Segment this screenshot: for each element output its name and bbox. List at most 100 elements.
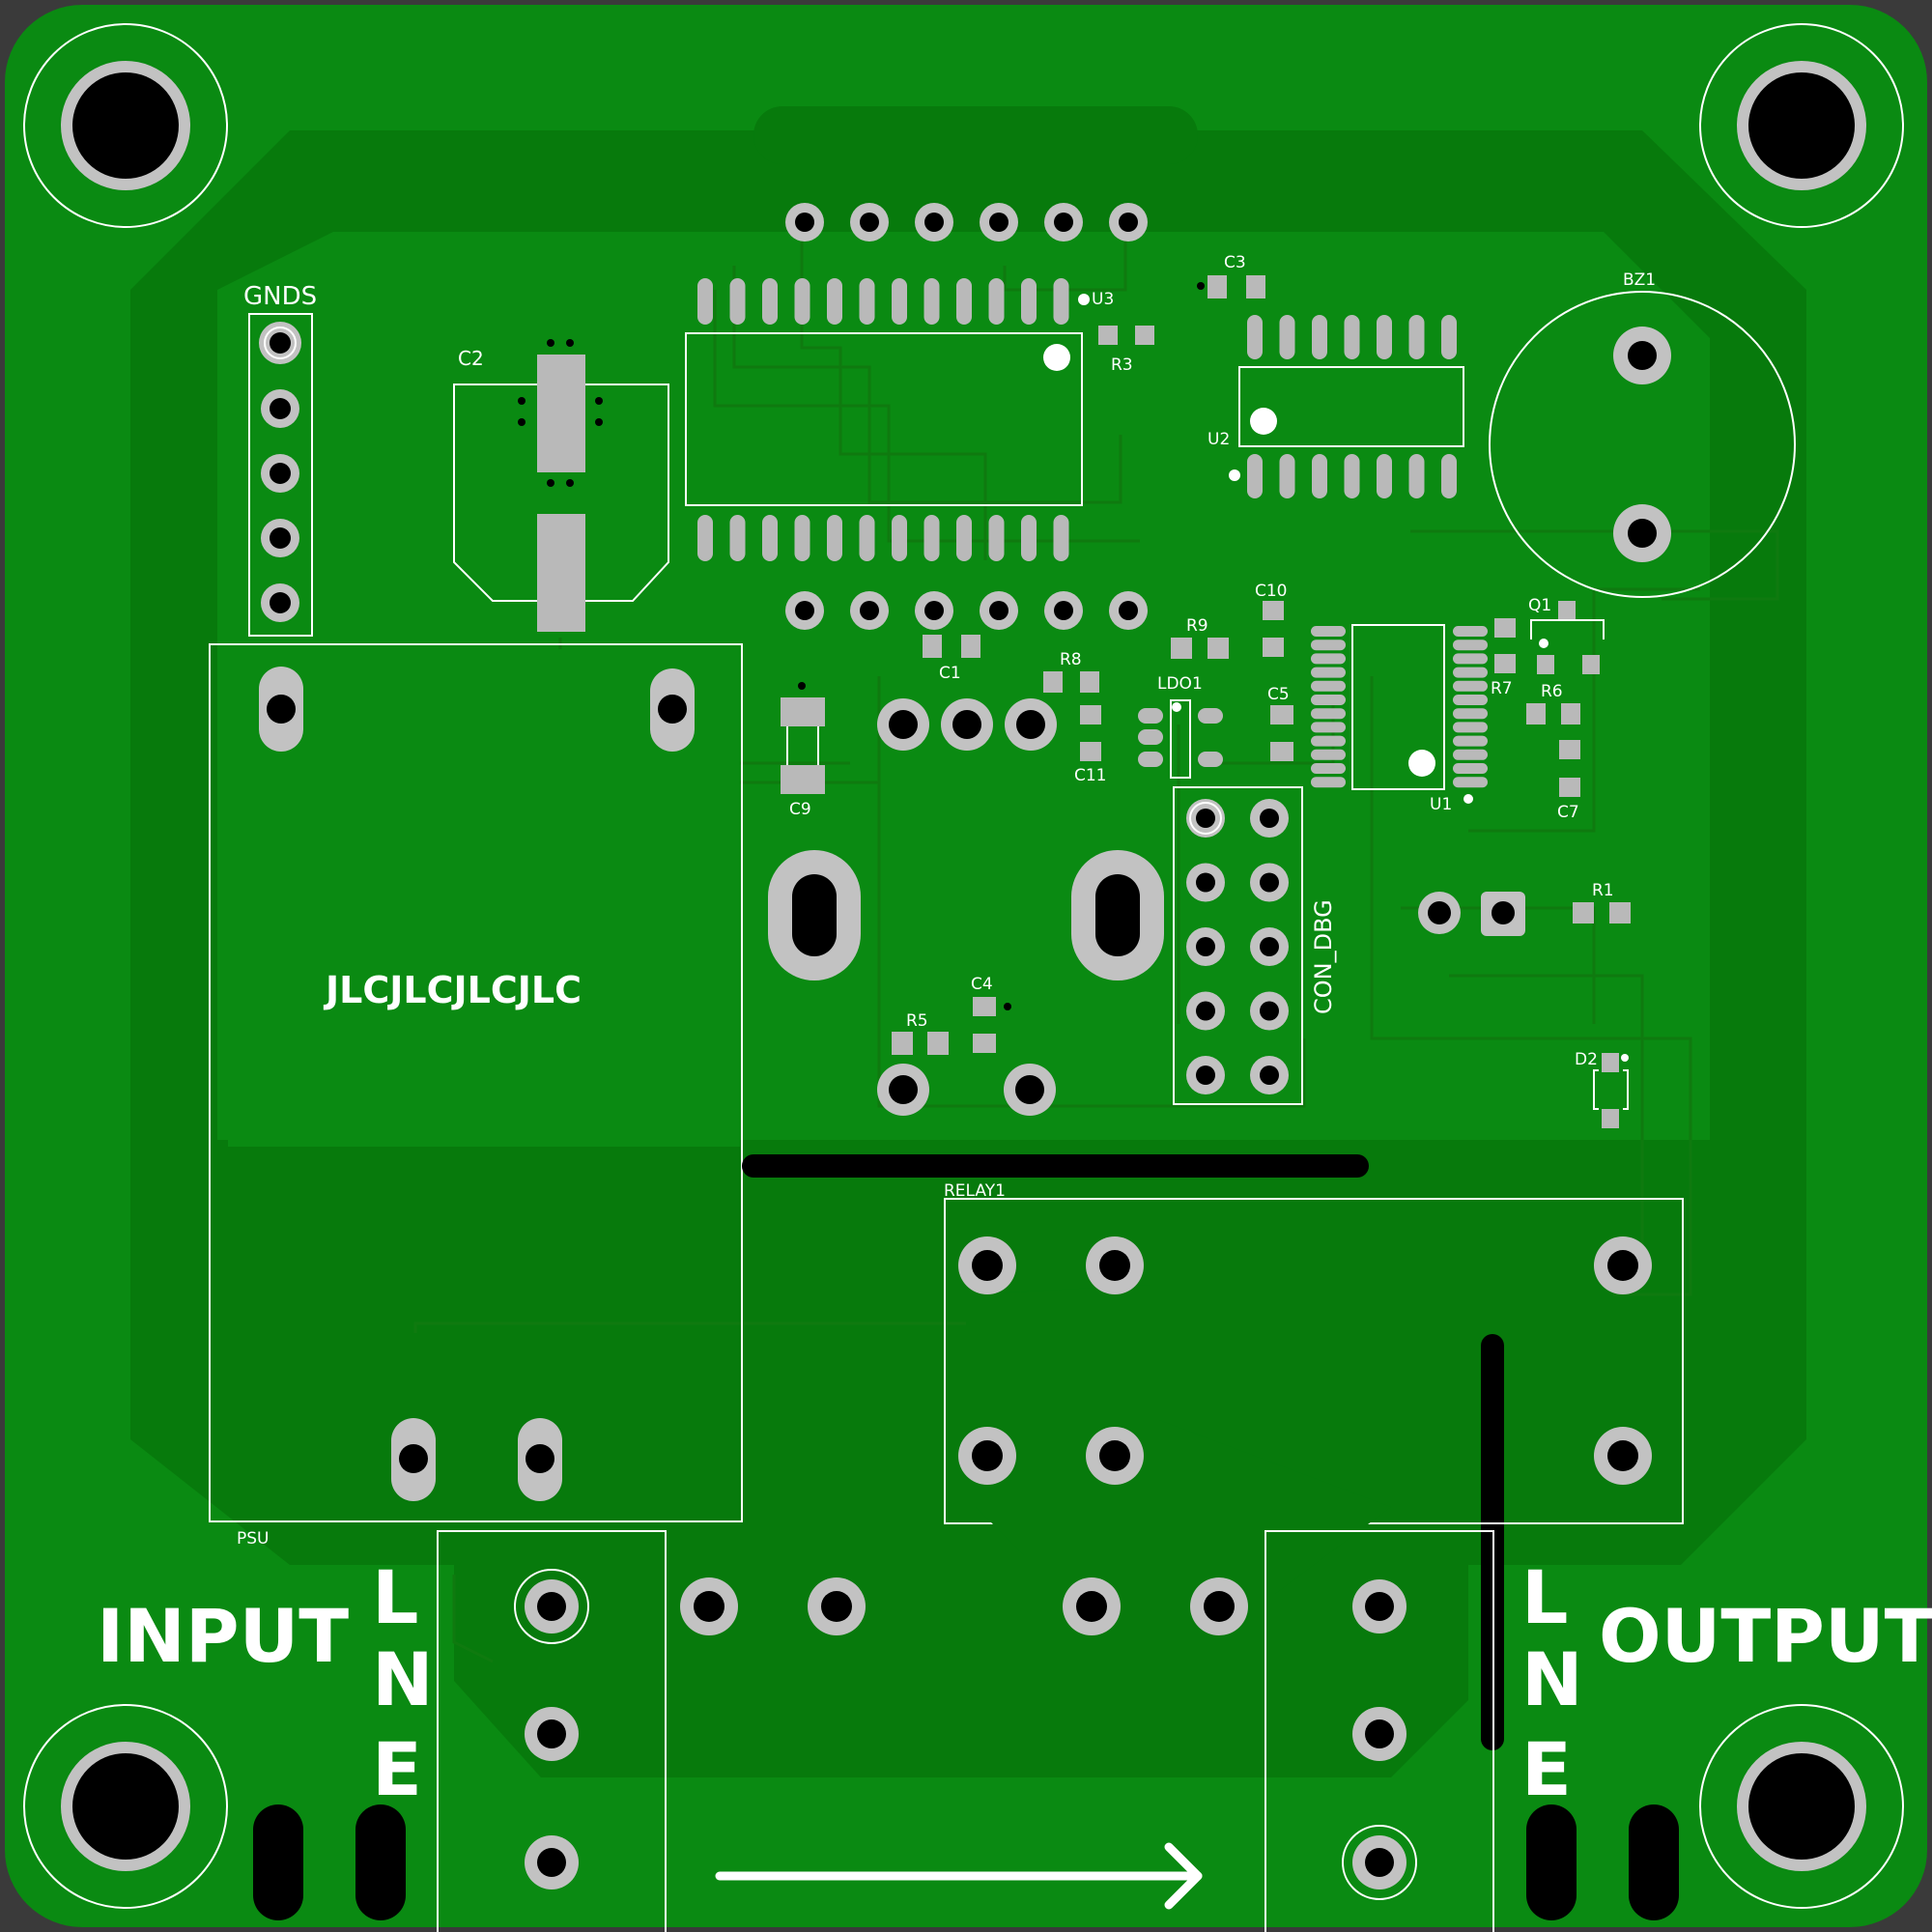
u1-pin bbox=[1311, 680, 1346, 692]
u3-pin bbox=[1053, 515, 1069, 561]
r3-label: R3 bbox=[1111, 355, 1133, 375]
u3-pin1-dot bbox=[1078, 294, 1090, 305]
q1-transistor bbox=[1530, 601, 1605, 674]
relay1 bbox=[944, 1198, 1684, 1594]
u1-pin bbox=[1311, 735, 1346, 747]
through-hole-pad bbox=[1044, 203, 1083, 242]
u2-pin bbox=[1312, 454, 1327, 498]
output-label: OUTPUT bbox=[1599, 1593, 1932, 1679]
psu-label: PSU bbox=[237, 1529, 270, 1548]
through-hole-pad bbox=[915, 203, 953, 242]
u1-pin bbox=[1311, 763, 1346, 774]
u1-pin bbox=[1311, 695, 1346, 705]
u1-pin bbox=[1453, 653, 1488, 665]
c5-capacitor bbox=[1270, 705, 1293, 761]
r5-resistor bbox=[892, 1032, 949, 1055]
con-dbg-pin bbox=[1186, 991, 1225, 1031]
middle-row-pads bbox=[680, 1577, 1248, 1635]
r1-resistor bbox=[1573, 902, 1631, 923]
c4-label: C4 bbox=[971, 975, 993, 994]
input-n-label: N bbox=[372, 1636, 434, 1722]
u1-pin bbox=[1453, 626, 1488, 637]
through-hole-pad bbox=[850, 591, 889, 630]
r9-resistor bbox=[1171, 638, 1229, 659]
u2-pin bbox=[1247, 454, 1263, 498]
u2-pin bbox=[1408, 454, 1425, 498]
output-l-label: L bbox=[1521, 1554, 1568, 1640]
u1-label: U1 bbox=[1430, 795, 1452, 814]
mounting-hole-bottom-right bbox=[1699, 1704, 1904, 1909]
c1-capacitor bbox=[923, 635, 980, 658]
r3-resistor bbox=[1098, 326, 1154, 345]
r7-label: R7 bbox=[1491, 679, 1513, 698]
c3-label: C3 bbox=[1224, 253, 1246, 272]
through-hole-pad bbox=[1109, 203, 1148, 242]
through-hole-pad bbox=[980, 591, 1018, 630]
u3-pin bbox=[923, 278, 940, 325]
c2-label: C2 bbox=[458, 347, 484, 370]
con-dbg-pin bbox=[1250, 1056, 1289, 1094]
u3-pin bbox=[892, 278, 907, 325]
u3-pin bbox=[956, 515, 972, 561]
u1-chip bbox=[1311, 624, 1488, 804]
con-dbg-pin bbox=[1186, 799, 1225, 838]
jlc-text: JLCJLCJLCJLC bbox=[323, 969, 582, 1011]
u3-pin bbox=[827, 515, 842, 561]
output-terminal bbox=[1264, 1530, 1494, 1932]
u3-pin bbox=[697, 515, 713, 561]
r6-resistor bbox=[1526, 703, 1580, 724]
c10-label: C10 bbox=[1255, 582, 1288, 601]
through-hole-pad bbox=[980, 203, 1018, 242]
r7-resistor bbox=[1494, 618, 1516, 673]
c9-label: C9 bbox=[789, 800, 811, 819]
u2-pin bbox=[1408, 315, 1425, 359]
input-e-label: E bbox=[372, 1726, 422, 1812]
output-n-label: N bbox=[1521, 1636, 1583, 1722]
output-e-label: E bbox=[1521, 1726, 1572, 1812]
u3-pin bbox=[859, 515, 875, 561]
through-hole-pad bbox=[850, 203, 889, 242]
d2-label: D2 bbox=[1575, 1050, 1598, 1069]
u3-pin bbox=[729, 515, 746, 561]
u3-pin bbox=[794, 515, 810, 561]
con-dbg-pin bbox=[1250, 799, 1289, 838]
u3-pin bbox=[956, 278, 972, 325]
u2-pin bbox=[1377, 315, 1392, 359]
u2-pin bbox=[1312, 315, 1327, 359]
bottom-slots bbox=[253, 1804, 1679, 1920]
u3-pin bbox=[1021, 278, 1037, 325]
u1-pin bbox=[1311, 639, 1346, 651]
u3-pin bbox=[729, 278, 746, 325]
input-l-label: L bbox=[372, 1554, 418, 1640]
through-hole-pad bbox=[915, 591, 953, 630]
c11-label: C11 bbox=[1074, 766, 1107, 785]
con-dbg-label: CON_DBG bbox=[1310, 899, 1337, 1014]
u1-pin bbox=[1453, 777, 1488, 788]
c4-capacitor bbox=[973, 997, 1011, 1053]
flow-arrow bbox=[715, 1842, 1203, 1910]
mounting-hole-top-right bbox=[1699, 23, 1904, 228]
ldo1-label: LDO1 bbox=[1157, 674, 1203, 694]
u2-pin bbox=[1344, 454, 1360, 498]
u1-pin bbox=[1453, 722, 1488, 733]
u3-pin bbox=[923, 515, 940, 561]
u3-pin bbox=[762, 278, 778, 325]
r8-label: R8 bbox=[1060, 650, 1082, 669]
u2-pin bbox=[1441, 315, 1457, 359]
u3-pin bbox=[762, 515, 778, 561]
u1-pin bbox=[1453, 680, 1488, 692]
con-dbg-pin bbox=[1186, 863, 1225, 902]
con-dbg-pin bbox=[1186, 1056, 1225, 1094]
d2-diode bbox=[1593, 1053, 1629, 1128]
u2-pin bbox=[1279, 315, 1295, 359]
mounting-hole-top-left bbox=[23, 23, 228, 228]
u2-pin bbox=[1247, 315, 1263, 359]
u1-pin bbox=[1453, 708, 1488, 720]
u1-pin bbox=[1311, 708, 1346, 720]
r5-label: R5 bbox=[906, 1011, 928, 1031]
c10-capacitor bbox=[1263, 601, 1284, 657]
u3-pin bbox=[1021, 515, 1037, 561]
u1-pin bbox=[1311, 777, 1346, 788]
u3-pin bbox=[697, 278, 713, 325]
